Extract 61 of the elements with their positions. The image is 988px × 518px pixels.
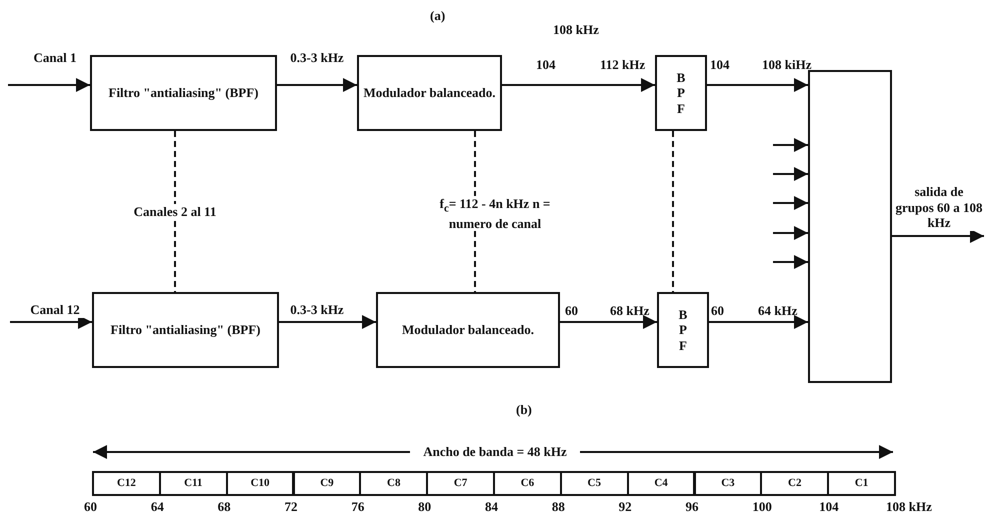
arrow [773,167,808,181]
frequency-tick-label: 96 [686,499,698,515]
dashed-line [672,131,674,292]
arrow [773,226,808,240]
bandpass-filter-block: B P F [655,55,707,131]
frequency-label: 104 [536,57,556,73]
channel-slot: C11 [158,471,228,496]
arrow [277,78,357,92]
arrow [773,138,808,152]
channel-slot: C4 [626,471,696,496]
frequency-label: 60 [711,303,724,319]
arrow [773,196,808,210]
channel-slot: C8 [359,471,428,496]
frequency-label: 60 [565,303,578,319]
frequency-label: 112 kHz [600,57,646,73]
bandwidth-label: Ancho de banda = 48 kHz [422,444,568,460]
arrow [773,255,808,269]
channel-slot: C3 [694,471,762,496]
dashed-line [174,131,176,292]
arrow [502,78,655,92]
frequency-tick-label: 108 kHz [886,499,932,515]
channel-slot: C9 [292,471,362,496]
channel-slot: C2 [760,471,830,496]
frequency-label: 108 kHz [553,22,599,38]
frequency-label: 68 kHz [610,303,650,319]
arrow [707,78,808,92]
arrow [709,315,808,329]
panel-label: (a) [430,8,446,24]
modulator-block: Modulador balanceado. [376,292,560,368]
modulator-block: Modulador balanceado. [357,55,502,131]
frequency-tick-label: 100 [752,499,772,515]
frequency-tick-label: 104 [819,499,839,515]
arrow [279,315,376,329]
arrow [892,229,984,243]
frequency-tick-label: 84 [485,499,498,515]
channel-slot: C6 [493,471,562,496]
frequency-tick-label: 80 [418,499,432,515]
frequency-label: 64 kHz [758,303,798,319]
arrow [10,315,92,329]
arrow [8,78,90,92]
frequency-tick-label: 64 [150,499,164,515]
channel-slot: C5 [560,471,629,496]
bandpass-filter-block: B P F [657,292,709,368]
channel-slot: C12 [92,471,161,496]
frequency-tick-label: 92 [618,499,632,515]
channel-slot: C7 [426,471,495,496]
frequency-label: 104 [710,57,730,73]
panel-label: (b) [516,402,532,418]
channel-slot: C10 [226,471,294,496]
frequency-tick-label: 76 [351,499,364,515]
filter-block: Filtro "antialiasing" (BPF) [92,292,279,368]
combiner-block [808,70,892,383]
edge-label: salida de grupos 60 a 108 kHz [894,184,984,231]
arrow [560,315,657,329]
frequency-tick-label: 68 [218,499,231,515]
channel-slot: C1 [827,471,896,496]
frequency-tick-label: 88 [552,499,565,515]
frequency-tick-label: 60 [84,499,97,515]
filter-block: Filtro "antialiasing" (BPF) [90,55,277,131]
frequency-label: 108 kiHz [762,57,812,73]
frequency-tick-label: 72 [284,499,298,515]
